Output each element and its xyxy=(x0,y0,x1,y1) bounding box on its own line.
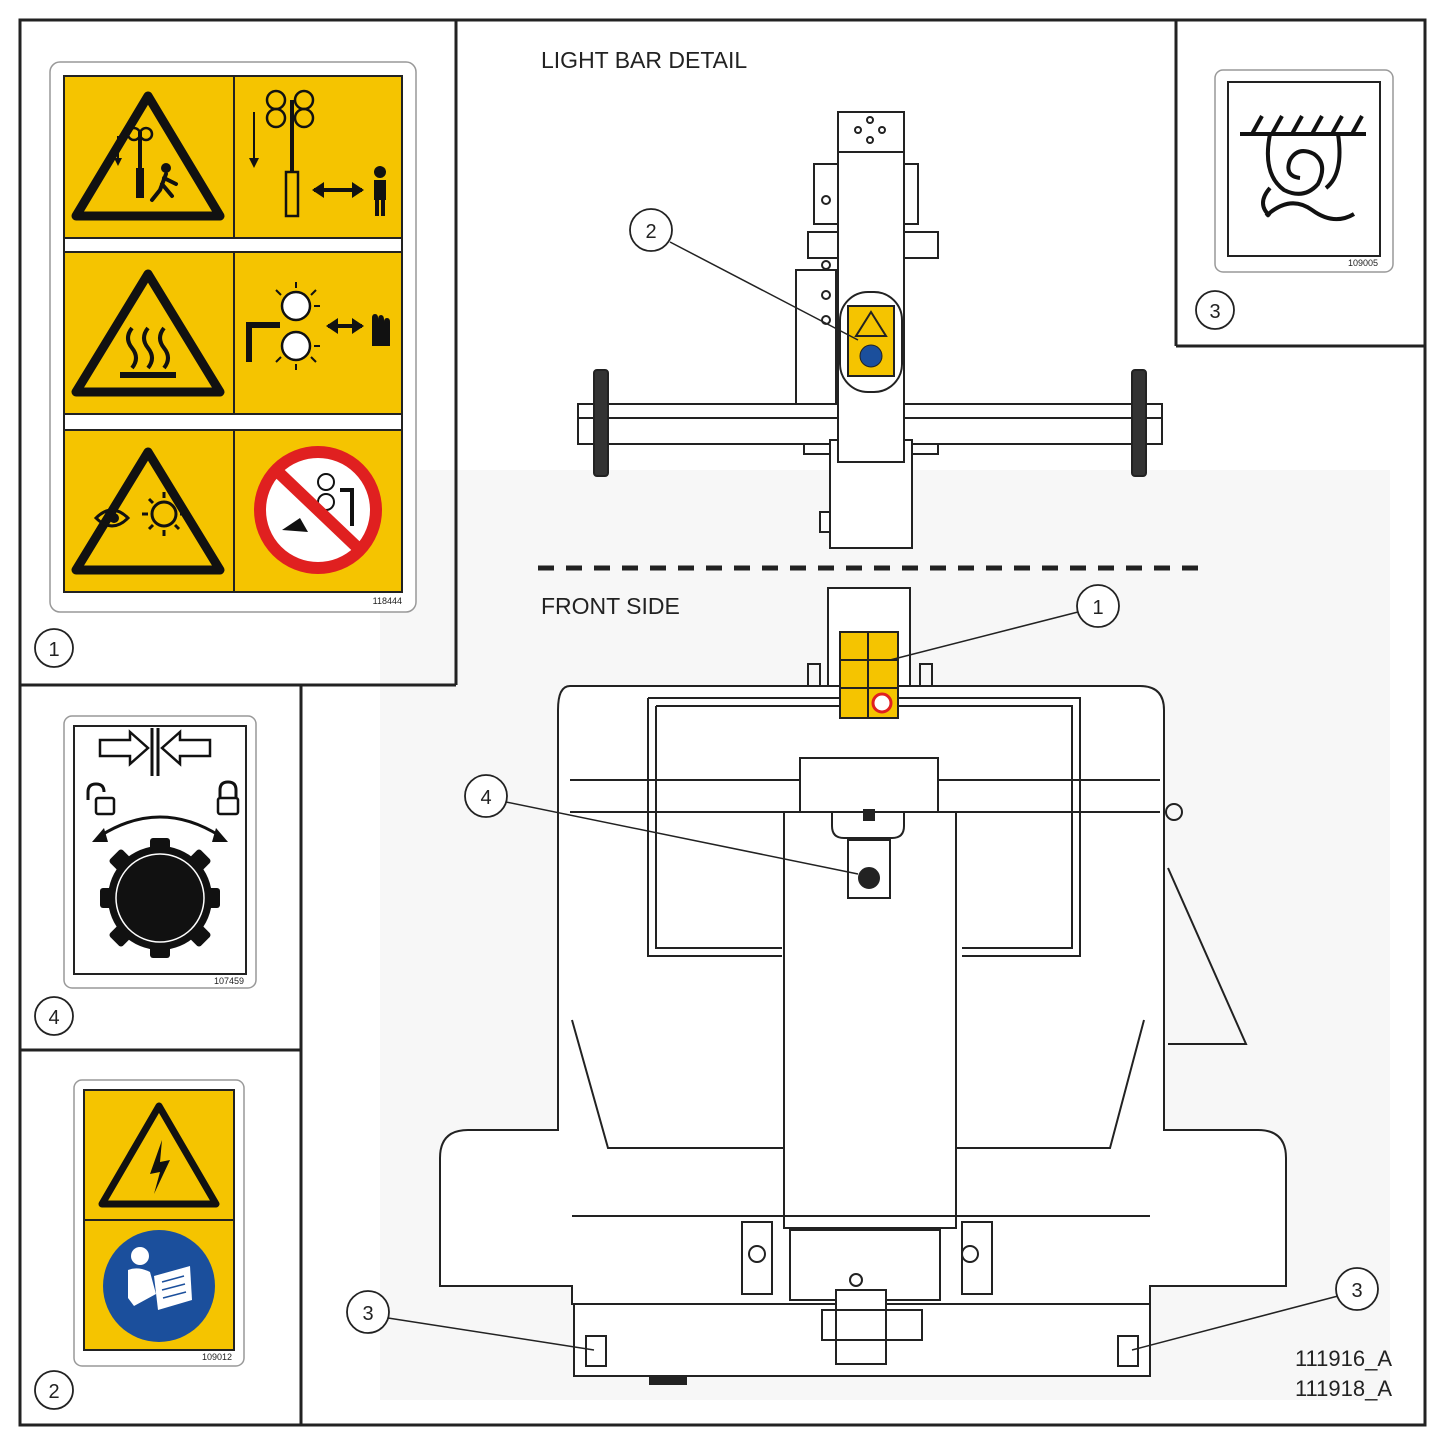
drawing-number-1: 111916_A xyxy=(1295,1346,1392,1371)
decal-2-callout: 2 xyxy=(34,1370,74,1410)
locked-padlock-icon xyxy=(216,780,240,816)
decal-2-electrical-manual-sheet: 109012 xyxy=(73,1079,245,1367)
knob-icon xyxy=(100,838,220,958)
front-side-drawing xyxy=(439,587,1287,1385)
panel-borders xyxy=(18,18,1427,1427)
front-side-heading: FRONT SIDE xyxy=(541,593,680,619)
decal-3-callout: 3 xyxy=(1195,290,1235,330)
decal-2-part-number: 109012 xyxy=(202,1352,232,1362)
read-manual-icon xyxy=(103,1230,215,1342)
svg-text:1: 1 xyxy=(48,639,59,661)
bright-light-eye-warning-icon xyxy=(71,447,225,575)
hot-surface-warning-icon xyxy=(71,269,225,397)
light-bar-drawing xyxy=(577,111,1163,549)
decal-1-callout: 1 xyxy=(34,628,74,668)
decal-3-cable-hanging-sheet: 109005 xyxy=(1214,69,1394,273)
unlocked-padlock-icon xyxy=(86,782,116,816)
light-bar-detail-heading: LIGHT BAR DETAIL xyxy=(541,47,747,73)
svg-text:4: 4 xyxy=(480,787,491,809)
cable-loop-icon xyxy=(1240,115,1366,222)
svg-text:3: 3 xyxy=(1351,1280,1362,1302)
falling-mast-warning-icon xyxy=(71,91,225,221)
svg-text:2: 2 xyxy=(645,221,656,243)
decal-4-part-number: 107459 xyxy=(214,976,244,986)
decal-4-lock-knob-sheet: 107459 xyxy=(63,715,257,989)
decal-1-part-number: 118444 xyxy=(373,596,402,606)
front-callout-1: 1 xyxy=(889,584,1120,661)
svg-text:1: 1 xyxy=(1092,597,1103,619)
decal-4-callout: 4 xyxy=(34,996,74,1036)
drawing-number-2: 111918_A xyxy=(1295,1376,1392,1401)
svg-text:4: 4 xyxy=(48,1007,59,1029)
rotation-arc-arrow-icon xyxy=(92,815,228,842)
svg-text:2: 2 xyxy=(48,1381,59,1403)
front-callout-3-left: 3 xyxy=(346,1290,595,1351)
light-bar-callout-2: 2 xyxy=(629,208,859,341)
svg-text:3: 3 xyxy=(362,1303,373,1325)
compress-arrows-icon xyxy=(98,728,212,776)
front-callout-4: 4 xyxy=(464,774,859,875)
keep-hands-away-from-lights-icon xyxy=(246,282,390,370)
keep-distance-from-mast-icon xyxy=(249,89,386,218)
do-not-look-into-light-prohibition-icon xyxy=(254,446,382,574)
svg-text:3: 3 xyxy=(1209,301,1220,323)
decal-1-warning-sheet: 118444 xyxy=(49,61,417,613)
decal-3-part-number: 109005 xyxy=(1348,258,1378,268)
front-callout-3-right: 3 xyxy=(1131,1267,1379,1351)
electrical-shock-warning-icon xyxy=(98,1102,220,1208)
